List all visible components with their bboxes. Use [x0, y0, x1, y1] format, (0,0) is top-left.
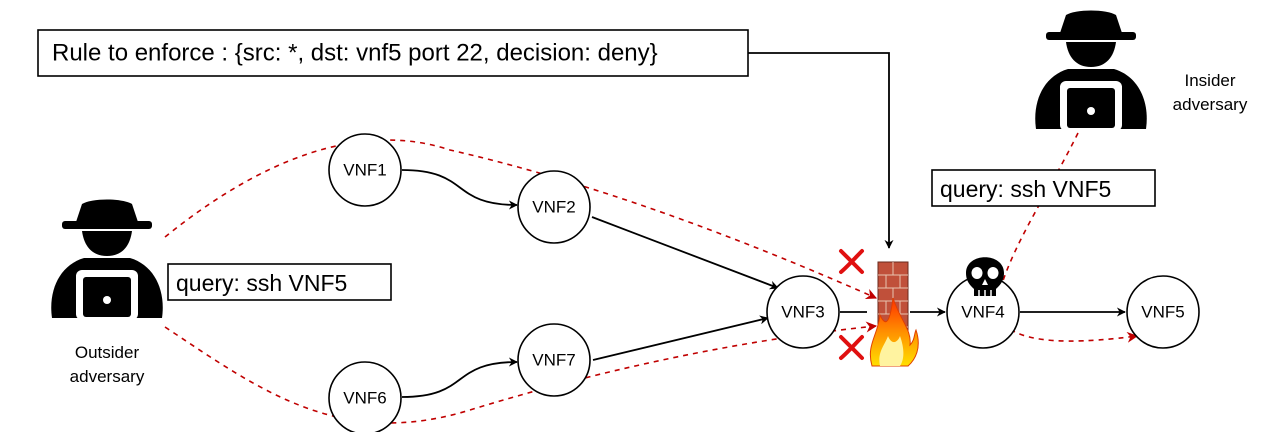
node-vnf3: VNF3 — [766, 275, 840, 349]
node-vnf3-label: VNF3 — [781, 303, 824, 322]
node-vnf2: VNF2 — [517, 170, 591, 244]
outsider-query-box: query: ssh VNF5 — [167, 263, 392, 301]
insider-query-box: query: ssh VNF5 — [931, 169, 1156, 207]
edge-vnf7-vnf3 — [592, 315, 769, 361]
node-vnf4-label: VNF4 — [961, 303, 1004, 322]
blocked-mark-upper — [839, 249, 864, 274]
node-vnf2-label: VNF2 — [532, 198, 575, 217]
edge-vnf2-vnf3 — [591, 216, 779, 290]
skull-icon — [966, 257, 1004, 296]
firewall-icon — [869, 261, 919, 367]
node-vnf5: VNF5 — [1126, 275, 1200, 349]
insider-query-text: query: ssh VNF5 — [940, 176, 1111, 202]
outsider-query-text: query: ssh VNF5 — [176, 270, 347, 296]
attack-path-upper — [164, 139, 878, 300]
rule-to-firewall-arrow — [748, 52, 894, 249]
edge-vnf6-vnf7 — [401, 357, 518, 398]
node-vnf7-label: VNF7 — [532, 351, 575, 370]
rule-text: Rule to enforce : {src: *, dst: vnf5 por… — [52, 40, 658, 67]
node-vnf5-label: VNF5 — [1141, 303, 1184, 322]
node-vnf7: VNF7 — [517, 323, 591, 397]
rule-box: Rule to enforce : {src: *, dst: vnf5 por… — [37, 29, 749, 77]
node-vnf1: VNF1 — [328, 133, 402, 207]
node-vnf4: VNF4 — [946, 275, 1020, 349]
insider-label-line2: adversary — [1173, 95, 1248, 114]
outsider-label-line2: adversary — [70, 367, 145, 386]
blocked-mark-lower — [839, 335, 864, 360]
node-vnf6: VNF6 — [328, 361, 402, 432]
insider-label-line1: Insider — [1184, 71, 1235, 90]
node-vnf1-label: VNF1 — [343, 161, 386, 180]
edge-vnf1-vnf2 — [401, 169, 518, 210]
insider-hacker-icon — [1035, 10, 1147, 131]
outsider-label-line1: Outsider — [75, 343, 140, 362]
outsider-hacker-icon — [51, 199, 163, 320]
attack-path-lower — [164, 321, 878, 424]
node-vnf6-label: VNF6 — [343, 389, 386, 408]
